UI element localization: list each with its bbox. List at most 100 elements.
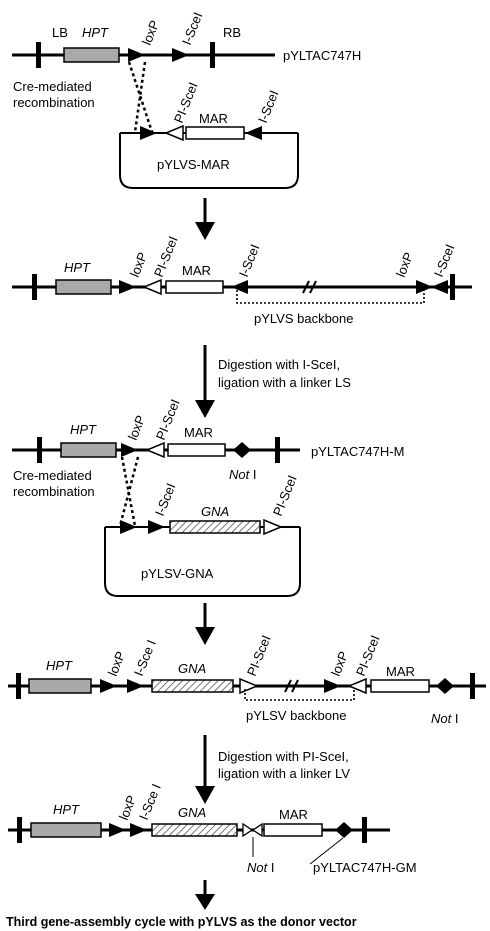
crossover-line (127, 61, 154, 133)
gna-gene-box (151, 823, 238, 837)
pisce-site-triangle (347, 677, 367, 695)
hpt-gene-box (63, 47, 120, 63)
mar-label: MAR (182, 263, 211, 278)
pisce-site-triangle (251, 822, 263, 838)
isce-label: I-Sce I (136, 782, 164, 822)
noti-label: Not I (229, 467, 256, 482)
isce-label: I-Sce I (131, 638, 159, 678)
section-recombined: HPT loxP PI-SceI MAR I-SceI loxP I-SceI … (12, 234, 472, 326)
loxp-site-triangle (109, 823, 126, 837)
mar-box (263, 823, 323, 837)
loxp-site-triangle (120, 520, 137, 534)
lb-border (36, 42, 41, 68)
cre-recombination-label-2: recombination (13, 484, 95, 499)
hpt-label: HPT (64, 260, 91, 275)
backbone-label: pYLVS backbone (254, 311, 354, 326)
rb-label: RB (223, 25, 241, 40)
hpt-gene-box (30, 822, 102, 838)
isce-site-triangle (130, 823, 147, 837)
loxp-label: loxP (105, 649, 128, 678)
loxp-site-triangle (140, 126, 157, 140)
pisce-label: PI-SceI (151, 234, 181, 279)
noti-label: Not I (431, 711, 458, 726)
isce-label: I-SceI (152, 481, 179, 518)
step-digestion-line-2: ligation with a linker LV (218, 766, 350, 781)
process-arrow (195, 345, 215, 418)
section-pyltac747h-m: HPT loxP PI-SceI MAR pYLTAC747H-M Not I … (12, 397, 404, 597)
process-arrow (195, 735, 215, 804)
loxp-label: loxP (125, 413, 148, 442)
loxp-label: loxP (116, 793, 139, 822)
pisce-site-triangle (242, 822, 254, 838)
hpt-label: HPT (53, 802, 80, 817)
loxp-site-triangle (128, 48, 145, 62)
process-arrow (195, 198, 215, 240)
rb-border (470, 673, 475, 699)
isce-label: I-SceI (236, 242, 263, 279)
vector-name: pYLTAC747H-GM (313, 860, 417, 875)
vector-name: pYLTAC747H-M (311, 444, 404, 459)
pisce-label: PI-SceI (153, 397, 183, 442)
mar-label: MAR (199, 111, 228, 126)
noti-site-diamond (233, 442, 251, 458)
cre-recombination-label-1: Cre-mediated (13, 468, 92, 483)
pisce-label: PI-SceI (171, 80, 201, 125)
section-recombined-gna: HPT loxP I-Sce I GNA PI-SceI loxP PI-Sce… (8, 633, 486, 726)
break-mark (291, 679, 299, 693)
hpt-label: HPT (82, 25, 109, 40)
plasmid-ring (104, 527, 301, 597)
backbone-bracket (244, 689, 355, 701)
pisce-site-triangle (145, 441, 165, 459)
loxp-label: loxP (127, 250, 150, 279)
mar-box (370, 679, 430, 693)
mar-label: MAR (386, 664, 415, 679)
footer-caption: Third gene-assembly cycle with pYLVS as … (6, 915, 357, 929)
hpt-gene-box (60, 442, 117, 458)
noti-site-diamond (436, 678, 454, 694)
hpt-label: HPT (70, 422, 97, 437)
break-mark (309, 280, 317, 294)
isce-label: I-SceI (179, 10, 206, 47)
section-pyltac747h-gm: HPT loxP I-Sce I GNA MAR Not I pYLTAC747… (8, 782, 417, 875)
loxp-label: loxP (393, 250, 416, 279)
hpt-gene-box (28, 678, 92, 694)
step-digestion-line-1: Digestion with PI-SceI, (218, 749, 349, 764)
cre-recombination-label-2: recombination (13, 95, 95, 110)
break-mark (302, 280, 310, 294)
process-arrow (195, 603, 215, 645)
gna-label: GNA (178, 805, 206, 820)
pisce-label: PI-SceI (244, 633, 274, 678)
step-digestion-line-2: ligation with a linker LS (218, 375, 351, 390)
isce-site-triangle (245, 126, 262, 140)
lb-border (32, 274, 37, 300)
loxp-label: loxP (328, 649, 351, 678)
cre-recombination-label-1: Cre-mediated (13, 79, 92, 94)
isce-label: I-SceI (255, 88, 282, 125)
gna-gene-box (151, 679, 234, 693)
loxp-site-triangle (324, 679, 341, 693)
mar-box (165, 280, 224, 294)
pisce-label: PI-SceI (353, 633, 383, 678)
rb-border (210, 42, 215, 68)
loxp-site-triangle (416, 280, 433, 294)
isce-site-triangle (127, 679, 144, 693)
mar-box (167, 443, 226, 457)
loxp-label: loxP (139, 18, 162, 47)
plasmid-name: pYLSV-GNA (141, 566, 214, 581)
lb-border (16, 673, 21, 699)
pisce-site-triangle (142, 278, 162, 296)
mar-box (185, 126, 245, 140)
rb-border (450, 274, 455, 300)
isce-site-triangle (431, 280, 448, 294)
backbone-label: pYLSV backbone (246, 708, 346, 723)
loxp-site-triangle (119, 280, 136, 294)
process-arrow (195, 880, 215, 910)
isce-label: I-SceI (431, 242, 458, 279)
pisce-site-triangle (164, 124, 184, 142)
noti-label: Not I (247, 860, 274, 875)
break-mark (284, 679, 292, 693)
rb-border (275, 437, 280, 463)
hpt-label: HPT (46, 658, 73, 673)
pisce-site-triangle (263, 518, 283, 536)
